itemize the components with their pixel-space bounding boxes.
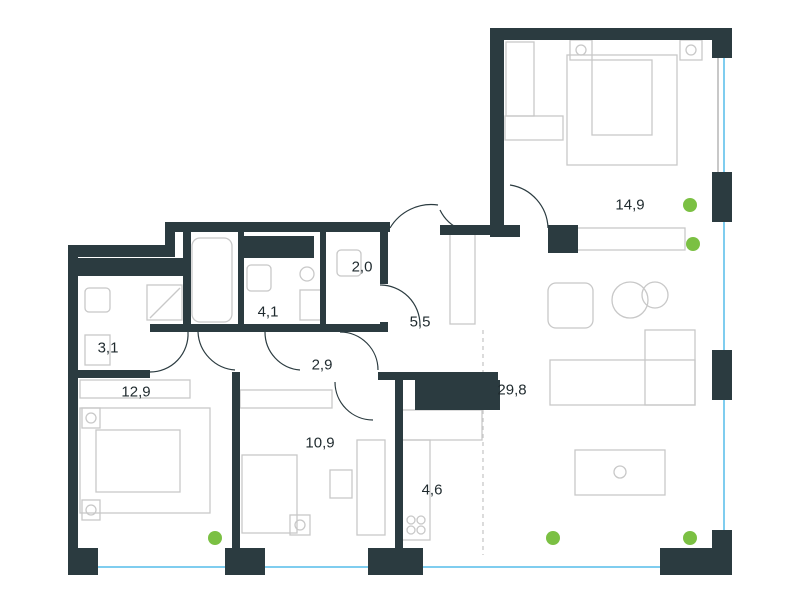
bed-icon [566,54,678,166]
toilet-icon [336,249,362,277]
room-area-hall: 5,5 [409,313,431,331]
windows [98,58,725,568]
room-area-bathroom-left: 3,1 [97,339,119,357]
sink-icon [84,334,111,366]
toilet-icon [84,287,111,313]
room-area-corridor: 2,9 [311,356,333,374]
desk-icon [356,439,386,536]
room-area-bedroom-mid: 10,9 [305,434,335,452]
bed-icon [79,407,211,514]
room-area-bedroom-left: 12,9 [121,383,151,401]
room-area-bedroom-top: 14,9 [615,196,645,214]
room-area-bathroom-mid: 4,1 [257,303,279,321]
toilet-icon [246,264,272,292]
plant-icon [686,237,700,251]
room-area-kitchen: 4,6 [421,481,443,499]
bed-icon [241,454,298,534]
plant-icon [208,531,222,545]
nightstand-icon [569,39,593,61]
room-area-wc: 2,0 [351,258,373,276]
shower-icon [146,284,183,321]
plant-icon [546,531,560,545]
armchair-icon [547,282,594,329]
chair-icon [329,469,353,499]
coffee-table-icon [611,281,649,319]
walls [68,28,732,575]
door-icon [389,203,439,229]
dining-table-icon [574,449,666,496]
wardrobe-icon [449,231,476,325]
tv-unit-icon [574,227,686,251]
plant-icon [683,198,697,212]
plants [208,198,700,545]
furniture [79,39,703,555]
room-area-living-room: 29,8 [497,381,527,399]
sofa-icon [549,359,696,406]
bathtub-icon [191,237,233,323]
plant-icon [683,531,697,545]
